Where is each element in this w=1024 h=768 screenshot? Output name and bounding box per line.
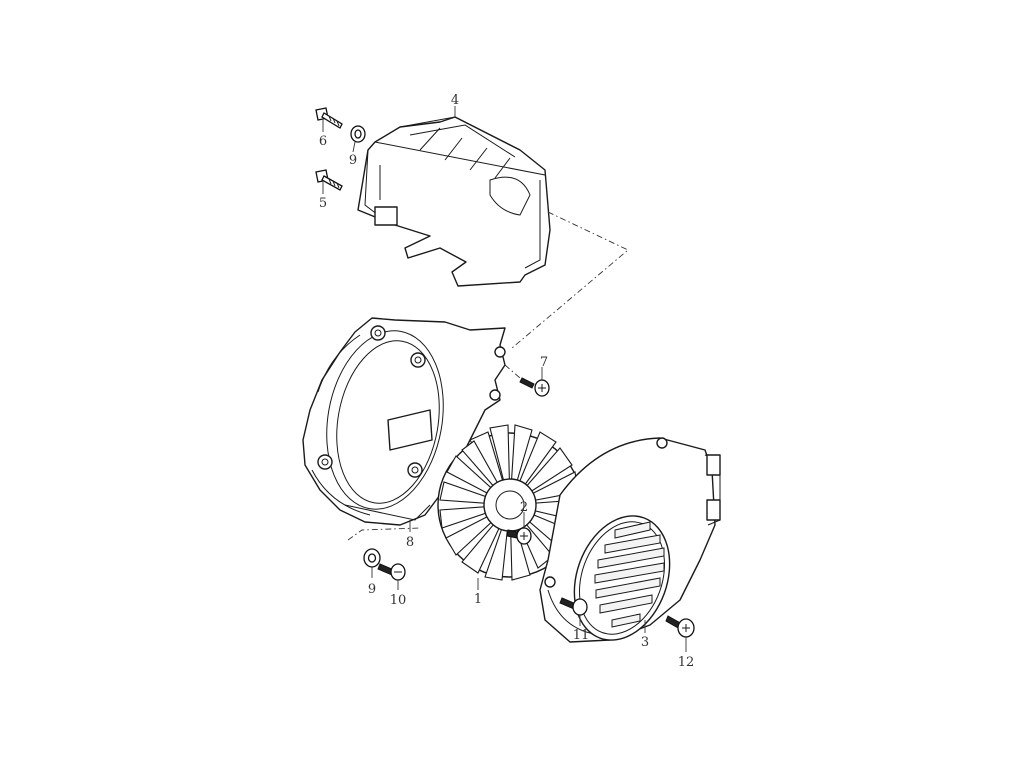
washer-part-9-bottom bbox=[363, 548, 381, 568]
screw-part-12 bbox=[665, 615, 695, 638]
bolt-part-10 bbox=[377, 563, 406, 581]
callout-3: 3 bbox=[641, 635, 649, 650]
callout-10: 10 bbox=[390, 593, 407, 608]
leader-lines bbox=[322, 106, 687, 652]
callout-1: 1 bbox=[474, 592, 482, 607]
callout-labels: 4 6 9 5 7 2 8 9 10 1 11 3 12 bbox=[319, 93, 694, 670]
callout-2: 2 bbox=[520, 500, 528, 515]
screw-part-11 bbox=[559, 597, 588, 616]
fan-cover-part-3 bbox=[539, 437, 721, 643]
callout-7: 7 bbox=[540, 355, 548, 370]
callout-9-bottom: 9 bbox=[368, 582, 376, 597]
screw-part-7 bbox=[519, 377, 550, 397]
callout-12: 12 bbox=[678, 655, 695, 670]
callout-8: 8 bbox=[406, 535, 414, 550]
alignment-line-lower bbox=[347, 527, 421, 541]
alignment-line-upper bbox=[511, 211, 629, 349]
alignment-line-side bbox=[504, 364, 521, 379]
callout-9-top: 9 bbox=[349, 153, 357, 168]
callout-4: 4 bbox=[451, 93, 459, 108]
washer-part-9-top bbox=[350, 125, 366, 143]
bolt-part-6 bbox=[315, 107, 343, 129]
callout-6: 6 bbox=[319, 134, 327, 149]
bolt-part-5 bbox=[315, 169, 343, 191]
callout-5: 5 bbox=[319, 196, 327, 211]
callout-11: 11 bbox=[573, 628, 590, 643]
screw-part-2 bbox=[506, 527, 532, 545]
shroud-cover-part-4 bbox=[357, 116, 551, 287]
fan-housing-part-8 bbox=[302, 317, 506, 526]
